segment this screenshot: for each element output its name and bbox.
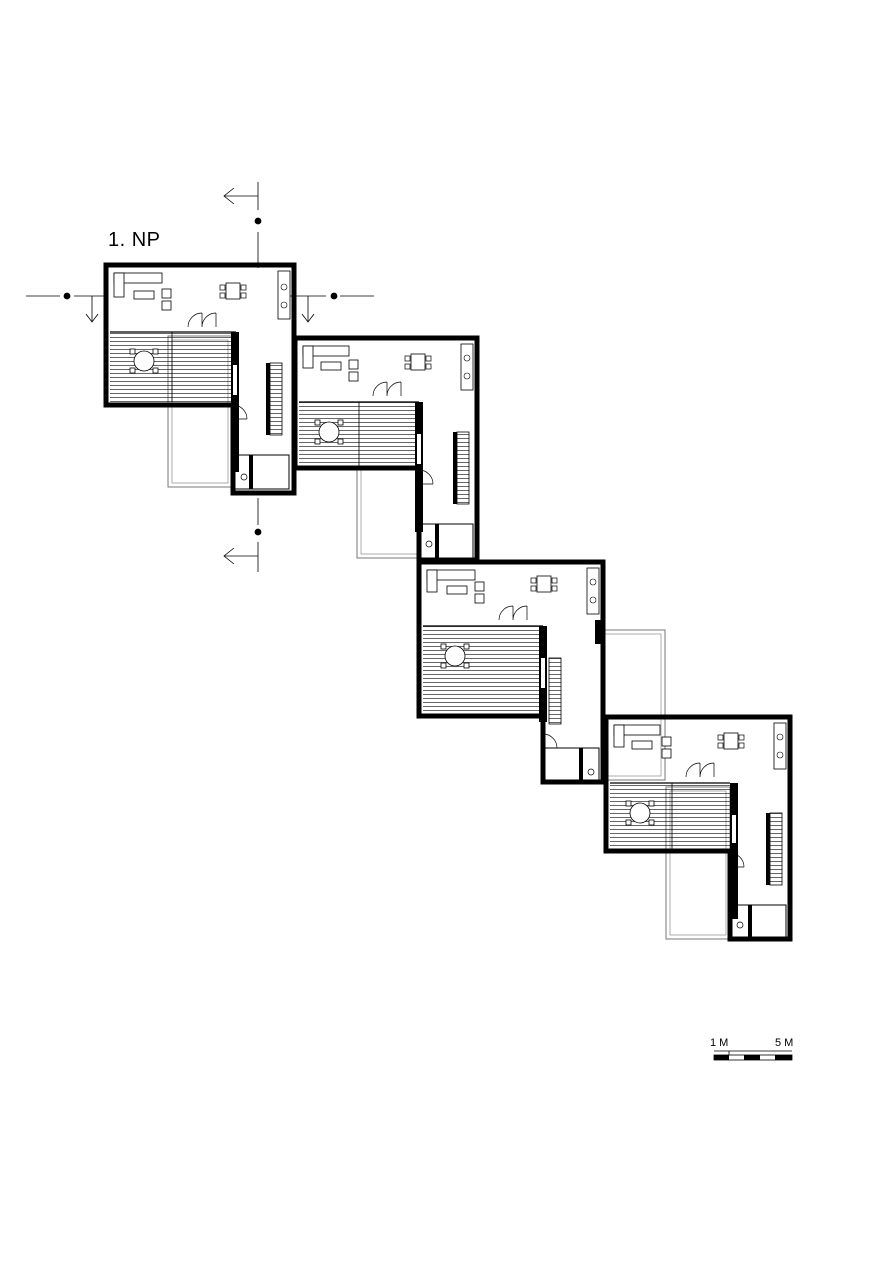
coffee-table-icon (631, 740, 653, 750)
exterior-wall (416, 559, 606, 785)
stair (769, 812, 783, 886)
deck-hatch (110, 332, 236, 402)
toilet-icon (587, 768, 595, 776)
stair (548, 657, 562, 725)
armchair-icon (348, 359, 359, 370)
deck-hatch (610, 783, 730, 849)
armchair-icon (161, 288, 172, 299)
section-arrow-left (26, 292, 108, 323)
bathroom (542, 747, 600, 781)
terrace-outline (356, 465, 422, 559)
deck-hatch (423, 626, 543, 714)
coffee-table-icon (446, 585, 468, 595)
scale-label-5m: 5 M (775, 1037, 794, 1049)
armchair-icon (661, 736, 672, 747)
table-icon (440, 643, 470, 669)
unit-1 (103, 262, 297, 496)
door-swing (685, 762, 715, 778)
door-swing (372, 381, 402, 397)
exterior-wall (603, 714, 793, 942)
kitchen-counter-icon (773, 722, 787, 770)
table-icon (129, 348, 159, 374)
dining-table-icon (410, 353, 426, 371)
section-arrow-bottom (223, 528, 262, 565)
door-swing (498, 605, 528, 621)
table-icon (625, 800, 655, 826)
terrace-outline (600, 629, 666, 781)
kitchen-counter-icon (586, 567, 600, 615)
toilet-icon (736, 921, 744, 929)
stair (269, 362, 283, 436)
kitchen-counter-icon (460, 343, 474, 391)
bathroom (729, 904, 787, 938)
dining-table-icon (225, 282, 241, 300)
unit-3 (416, 559, 666, 785)
scale-bar (713, 1050, 793, 1061)
scale-label-1m: 1 M (710, 1037, 729, 1049)
toilet-icon (425, 540, 433, 548)
exterior-wall (103, 262, 297, 496)
armchair-icon (474, 581, 485, 592)
bathroom (418, 523, 474, 559)
floor-label: 1. NP (108, 229, 161, 251)
unit-4 (603, 714, 793, 942)
section-arrow-top (223, 187, 262, 225)
coffee-table-icon (320, 361, 342, 371)
section-arrow-right (290, 292, 374, 323)
dining-table-icon (723, 732, 739, 750)
door-swing (187, 312, 217, 328)
table-icon (314, 419, 344, 445)
stair (456, 431, 470, 505)
bathroom (232, 454, 290, 490)
toilet-icon (240, 473, 248, 481)
unit-2 (292, 335, 480, 563)
kitchen-counter-icon (277, 270, 291, 320)
dining-table-icon (536, 575, 552, 593)
coffee-table-icon (133, 290, 155, 300)
